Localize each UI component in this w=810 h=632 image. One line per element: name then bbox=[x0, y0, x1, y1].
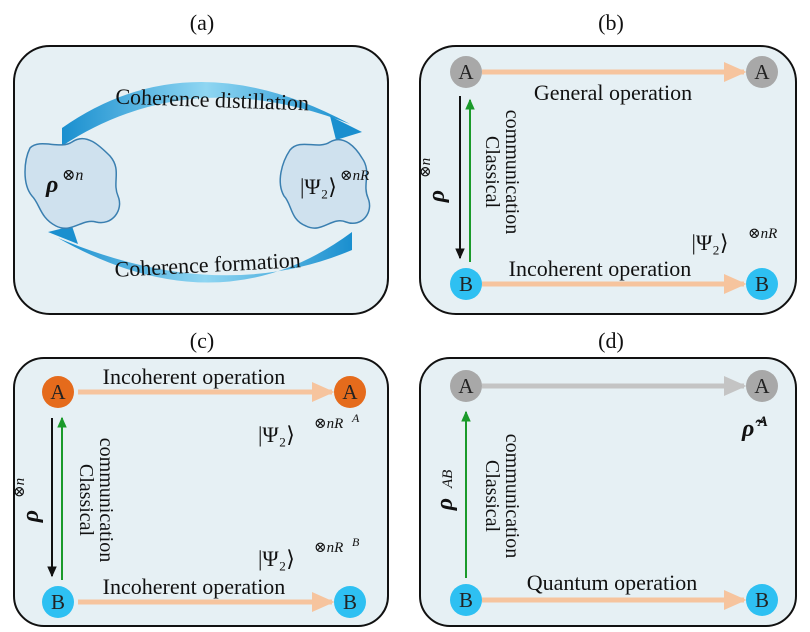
c-node-b-right-label: B bbox=[343, 590, 357, 614]
b-node-b-right-label: B bbox=[755, 272, 769, 296]
right-state-sup: ⊗nR bbox=[340, 168, 369, 184]
b-comm-line2: communication bbox=[501, 110, 523, 234]
distillation-arrowhead bbox=[330, 116, 362, 140]
formation-arc bbox=[58, 232, 352, 283]
d-comm-line2: communication bbox=[501, 434, 523, 558]
c-state-b-sup: ⊗nR bbox=[314, 540, 343, 556]
c-state-b-supsup: B bbox=[352, 535, 360, 549]
panel-a: (a) Coherence distillation Coherence for… bbox=[13, 10, 389, 315]
b-node-a-label: A bbox=[458, 60, 474, 84]
c-top-label: Incoherent operation bbox=[103, 364, 286, 389]
panel-b: (b) General operation Incoherent operati… bbox=[418, 10, 797, 315]
d-rho: ρ bbox=[432, 498, 458, 511]
d-node-a-right bbox=[746, 370, 778, 402]
d-node-a bbox=[450, 370, 482, 402]
c-state-a: |Ψ₂⟩ bbox=[258, 422, 295, 447]
right-state-psi: |Ψ₂⟩ bbox=[300, 174, 337, 199]
d-comm-line1: Classical bbox=[481, 460, 503, 533]
c-comm-line2: communication bbox=[95, 438, 117, 562]
c-node-b-label: B bbox=[51, 590, 65, 614]
d-node-a-label: A bbox=[458, 374, 474, 398]
b-node-a bbox=[450, 56, 482, 88]
c-node-a-label: A bbox=[50, 380, 66, 404]
b-node-b-right bbox=[746, 268, 778, 300]
panel-b-frame bbox=[419, 45, 797, 315]
b-node-b bbox=[450, 268, 482, 300]
b-rho: ρ bbox=[424, 190, 450, 203]
d-node-b-right bbox=[746, 584, 778, 616]
panel-c-frame bbox=[13, 357, 389, 627]
left-state-rho: ρ bbox=[45, 172, 58, 198]
b-bottom-label: Incoherent operation bbox=[509, 256, 692, 281]
d-result-sup: A bbox=[757, 414, 768, 430]
b-state-sup: ⊗nR bbox=[748, 226, 777, 242]
d-bottom-label: Quantum operation bbox=[527, 570, 697, 595]
right-state-blob bbox=[279, 138, 371, 229]
d-node-b bbox=[450, 584, 482, 616]
d-node-b-right-label: B bbox=[755, 588, 769, 612]
c-state-b: |Ψ₂⟩ bbox=[258, 546, 295, 571]
c-node-a-right-label: A bbox=[342, 380, 358, 404]
b-top-label: General operation bbox=[534, 80, 692, 105]
left-state-blob bbox=[24, 137, 121, 229]
c-node-b bbox=[42, 586, 74, 618]
c-state-a-supsup: A bbox=[351, 411, 360, 425]
c-node-a-right bbox=[334, 376, 366, 408]
b-comm-line1: Classical bbox=[481, 136, 503, 209]
c-bottom-label: Incoherent operation bbox=[103, 574, 286, 599]
b-node-a-right bbox=[746, 56, 778, 88]
panel-d: (d) Quantum operation ρ AB Classical com… bbox=[419, 328, 797, 627]
b-node-b-label: B bbox=[459, 272, 473, 296]
c-state-a-sup: ⊗nR bbox=[314, 416, 343, 432]
d-node-a-right-label: A bbox=[754, 374, 770, 398]
b-rho-sup: ⊗n bbox=[418, 158, 434, 178]
c-rho: ρ bbox=[18, 510, 44, 523]
c-node-b-right bbox=[334, 586, 366, 618]
c-node-a bbox=[42, 376, 74, 408]
panel-d-title: (d) bbox=[598, 328, 624, 353]
b-node-a-right-label: A bbox=[754, 60, 770, 84]
b-state: |Ψ₂⟩ bbox=[692, 230, 729, 255]
d-node-b-label: B bbox=[459, 588, 473, 612]
c-comm-line1: Classical bbox=[75, 464, 97, 537]
distillation-arc bbox=[62, 81, 350, 146]
panel-c: (c) Incoherent operation Incoherent oper… bbox=[12, 328, 389, 627]
formation-arrowhead bbox=[48, 226, 78, 244]
panel-d-frame bbox=[419, 357, 797, 627]
panel-a-title: (a) bbox=[190, 10, 214, 35]
panel-b-title: (b) bbox=[598, 10, 624, 35]
d-rho-sub: AB bbox=[440, 470, 456, 489]
c-rho-sup: ⊗n bbox=[12, 478, 28, 498]
panel-c-title: (c) bbox=[190, 328, 214, 353]
left-state-sup: ⊗n bbox=[62, 167, 83, 184]
